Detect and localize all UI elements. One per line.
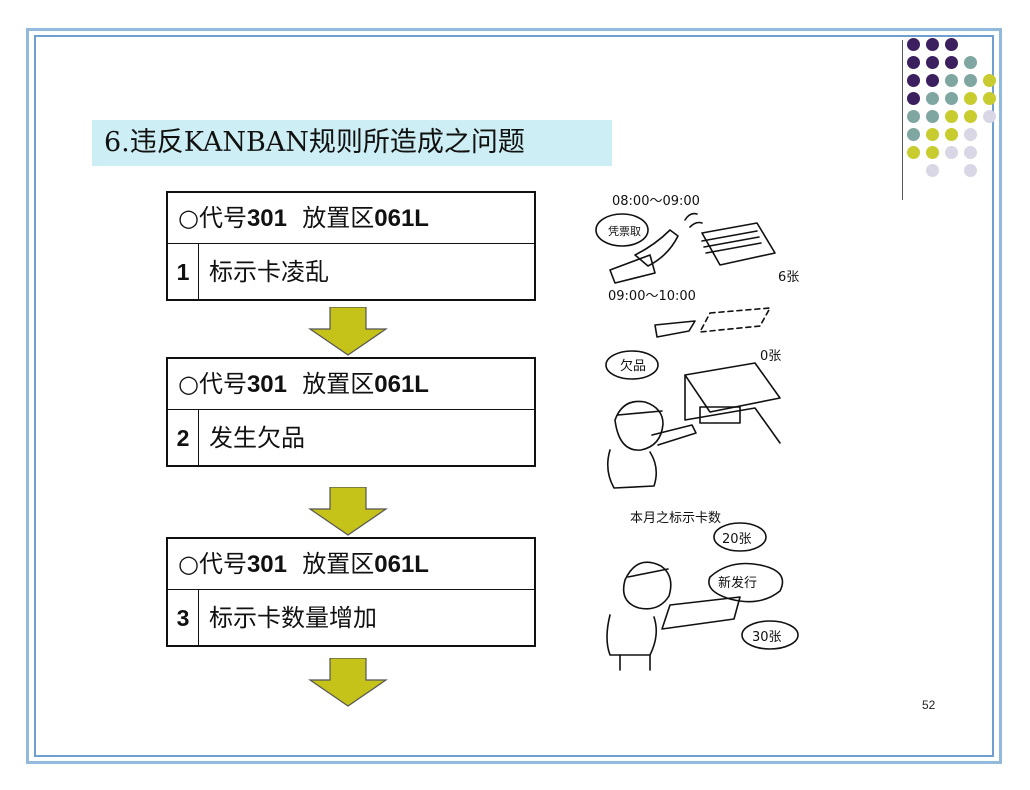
decor-dot (926, 164, 939, 177)
slide-title: 6.违反KANBAN规则所造成之问题 (92, 120, 612, 166)
decor-dot (926, 128, 939, 141)
decor-dot (945, 56, 958, 69)
decor-dot (926, 110, 939, 123)
step-location: 061L (374, 205, 429, 232)
slide-outer-frame (26, 28, 1002, 764)
decor-dot (926, 146, 939, 159)
step-box-1: ○代号301 放置区061L 1 标示卡凌乱 (166, 191, 536, 301)
decor-dot (945, 110, 958, 123)
step-location-prefix: 放置区 (302, 370, 375, 398)
sketch-time-1: 08:00～09:00 (612, 194, 700, 209)
sketch-speech-2: 欠品 (620, 358, 646, 374)
slide-inner-frame (34, 35, 994, 757)
step-location: 061L (374, 371, 429, 398)
decor-dot (945, 38, 958, 51)
decor-dot (964, 128, 977, 141)
decor-dot (945, 74, 958, 87)
step-text: 标示卡凌乱 (209, 258, 329, 286)
decor-dot (945, 92, 958, 105)
step-header: ○代号301 放置区061L (168, 539, 534, 590)
decor-dot (945, 128, 958, 141)
step-code-prefix: ○代号 (178, 550, 247, 578)
decor-dot (964, 92, 977, 105)
decor-dot (983, 110, 996, 123)
step-header: ○代号301 放置区061L (168, 193, 534, 244)
decor-dot (907, 92, 920, 105)
decor-dot (926, 92, 939, 105)
down-arrow-2 (308, 487, 388, 536)
decor-dot (907, 110, 920, 123)
step-location: 061L (374, 551, 429, 578)
step-code-prefix: ○代号 (178, 370, 247, 398)
decor-dot (926, 56, 939, 69)
step-number: 1 (168, 244, 199, 300)
step-location-prefix: 放置区 (302, 204, 375, 232)
step-code: 301 (246, 205, 287, 232)
decor-dot (983, 74, 996, 87)
sketch-illustration: 08:00～09:00 凭票取 6张 09:00～10:00 欠品 0张 本月之… (595, 194, 799, 671)
step-number: 2 (168, 410, 199, 466)
decor-dot (907, 74, 920, 87)
step-code: 301 (246, 371, 287, 398)
sketch-count-1: 6张 (778, 270, 799, 285)
decor-dot (907, 128, 920, 141)
down-arrow-1 (308, 307, 388, 356)
sketch-bubble-30: 30张 (752, 630, 782, 645)
step-box-2: ○代号301 放置区061L 2 发生欠品 (166, 357, 536, 467)
sketch-bubble-20: 20张 (722, 532, 752, 547)
step-box-3: ○代号301 放置区061L 3 标示卡数量增加 (166, 537, 536, 647)
sketch-caption-3: 本月之标示卡数 (630, 511, 721, 526)
step-header: ○代号301 放置区061L (168, 359, 534, 410)
decor-dot-grid (905, 38, 1001, 178)
decor-dot (964, 110, 977, 123)
step-number: 3 (168, 590, 199, 646)
sketch-count-2: 0张 (760, 349, 781, 364)
decor-dot (907, 38, 920, 51)
step-code-prefix: ○代号 (178, 204, 247, 232)
sketch-bubble-new: 新发行 (718, 575, 757, 591)
decor-dot (907, 56, 920, 69)
page-number: 52 (922, 698, 936, 712)
decor-dot (926, 74, 939, 87)
decor-vertical-line (902, 40, 903, 200)
step-location-prefix: 放置区 (302, 550, 375, 578)
decor-dot (983, 92, 996, 105)
decor-dot (964, 74, 977, 87)
sketch-time-2: 09:00～10:00 (608, 289, 696, 304)
step-text: 发生欠品 (209, 424, 305, 452)
step-text: 标示卡数量增加 (209, 604, 377, 632)
sketch-speech-1: 凭票取 (608, 224, 641, 238)
decor-dot (907, 146, 920, 159)
decor-dot (945, 146, 958, 159)
decor-dot (964, 56, 977, 69)
step-code: 301 (246, 551, 287, 578)
decor-dot (964, 146, 977, 159)
decor-dot (964, 164, 977, 177)
down-arrow-3 (308, 658, 388, 707)
decor-dot (926, 38, 939, 51)
